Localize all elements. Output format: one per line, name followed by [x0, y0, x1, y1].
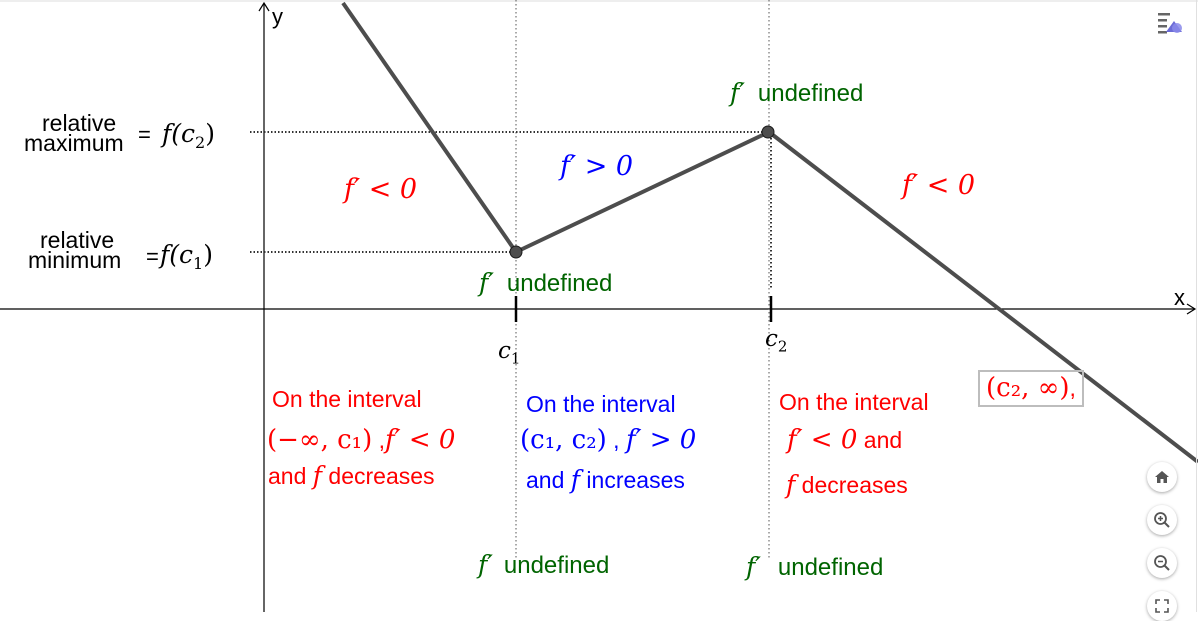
c2-tick-label: c2	[765, 326, 788, 356]
relative-minimum-point[interactable]	[509, 245, 523, 259]
y-axis-arrow	[258, 1, 270, 12]
interval-right-line2: f′ < 0 and	[787, 425, 903, 455]
interval-right-line3: f decreases	[786, 470, 908, 499]
y-axis-label: y	[272, 4, 283, 29]
interval-middle-interval: (c₁, c₂)	[520, 425, 607, 455]
zoom-in-icon	[1154, 512, 1170, 528]
home-button[interactable]	[1147, 462, 1177, 492]
derivative-right-label: f′ < 0	[902, 170, 976, 201]
relative-minimum-value: f(c1)	[160, 240, 213, 273]
interval-right-line1: On the interval	[779, 389, 929, 415]
derivative-middle-label: f′ > 0	[560, 151, 634, 182]
relative-maximum-value: f(c2)	[162, 119, 215, 152]
relative-maximum-label: relative maximum	[24, 110, 124, 156]
interval-right-interval: (c₂, ∞)	[986, 373, 1070, 403]
zoom-in-button[interactable]	[1147, 505, 1177, 535]
interval-left-line1: On the interval	[272, 386, 422, 412]
style-bar-toggle-icon	[1158, 13, 1182, 34]
c1-tick-label: c1	[498, 338, 521, 368]
relative-maximum-equals: =	[138, 122, 151, 147]
fullscreen-button[interactable]	[1147, 591, 1177, 621]
undefined-label-c1-bottom: f′ undefined	[478, 550, 610, 579]
interval-middle-line3: and f increases	[526, 465, 685, 494]
interval-middle-line1: On the interval	[526, 391, 676, 417]
function-curve[interactable]	[341, 1, 1198, 464]
relative-minimum-equals: =	[146, 244, 159, 269]
style-bar-toggle-button[interactable]	[1152, 8, 1186, 38]
undefined-label-c2-bottom: f′ undefined	[746, 552, 884, 581]
x-axis-label: x	[1174, 285, 1185, 310]
graphics-view-border	[1196, 0, 1197, 612]
interval-right-interval-box[interactable]: (c₂, ∞),	[978, 370, 1084, 407]
x-axis-arrow	[1186, 303, 1197, 315]
interval-left-interval: (−∞, c₁)	[267, 425, 373, 455]
interval-left-line3: and f decreases	[268, 461, 435, 490]
zoom-out-icon	[1154, 555, 1170, 571]
zoom-out-button[interactable]	[1147, 548, 1177, 578]
fullscreen-icon	[1155, 599, 1169, 613]
undefined-label-c1: f′ undefined	[479, 268, 613, 297]
interval-left-line2: (−∞, c₁) ,f′ < 0	[267, 425, 456, 455]
relative-maximum-point[interactable]	[761, 125, 775, 139]
derivative-left-label: f′ < 0	[344, 174, 418, 205]
relative-minimum-label: relative minimum	[28, 227, 122, 273]
home-icon	[1155, 471, 1169, 483]
interval-middle-line2: (c₁, c₂) , f′ > 0	[520, 425, 697, 455]
undefined-label-c2-top: f′ undefined	[730, 78, 864, 107]
